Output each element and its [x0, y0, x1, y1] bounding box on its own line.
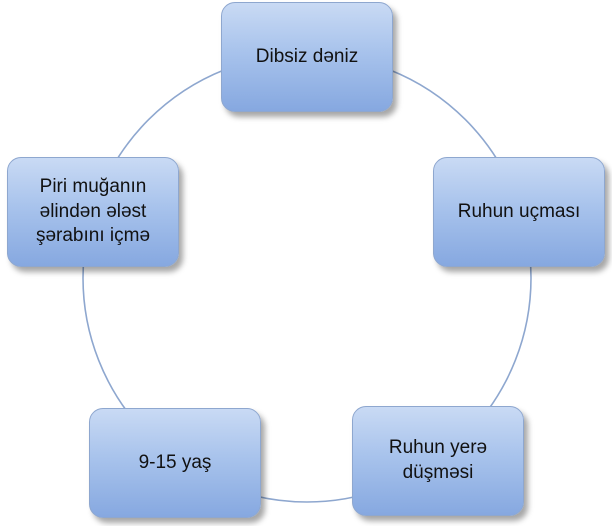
- cycle-node-piri-muganin: Piri muğanın əlindən ələst şərabını içmə: [7, 157, 179, 267]
- cycle-node-dibsiz-deniz: Dibsiz dəniz: [221, 2, 393, 112]
- cycle-node-ruhun-ucmasi: Ruhun uçması: [433, 157, 605, 267]
- cycle-node-9-15-yas: 9-15 yaş: [89, 408, 261, 518]
- cycle-node-ruhun-yere-dusmesi: Ruhun yerə düşməsi: [352, 406, 524, 516]
